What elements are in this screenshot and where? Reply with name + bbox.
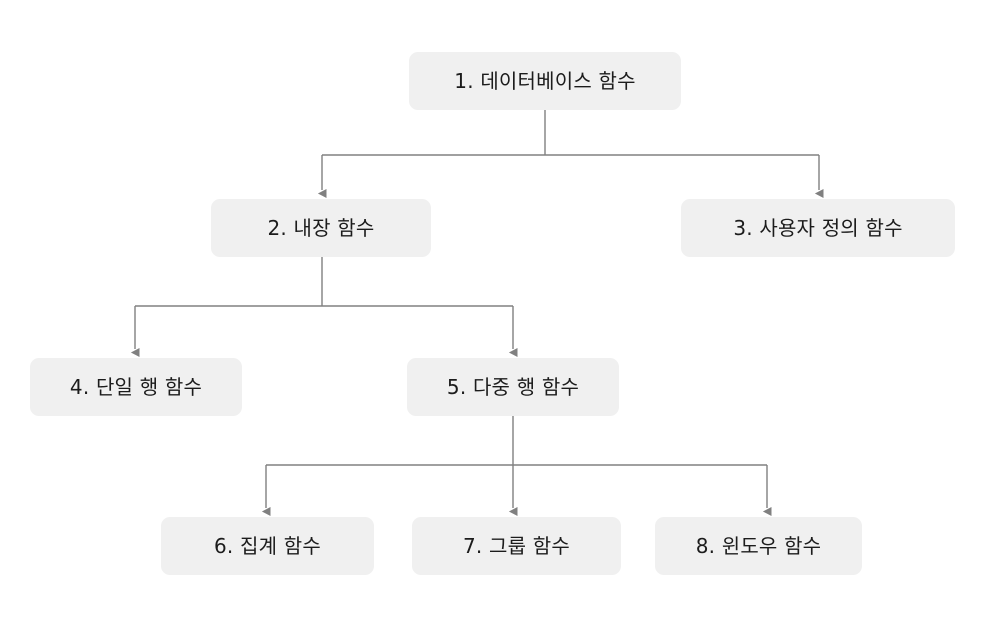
node-single-row-function[interactable]: 4. 단일 행 함수 xyxy=(30,358,242,416)
node-label: 8. 윈도우 함수 xyxy=(695,534,822,558)
node-user-defined-function[interactable]: 3. 사용자 정의 함수 xyxy=(681,199,955,257)
node-label: 1. 데이터베이스 함수 xyxy=(454,69,636,93)
node-aggregate-function[interactable]: 6. 집계 함수 xyxy=(161,517,374,575)
node-group-function[interactable]: 7. 그룹 함수 xyxy=(412,517,621,575)
node-builtin-function[interactable]: 2. 내장 함수 xyxy=(211,199,431,257)
node-label: 6. 집계 함수 xyxy=(214,534,321,558)
node-window-function[interactable]: 8. 윈도우 함수 xyxy=(655,517,862,575)
node-multi-row-function[interactable]: 5. 다중 행 함수 xyxy=(407,358,619,416)
node-label: 2. 내장 함수 xyxy=(267,216,375,240)
node-label: 3. 사용자 정의 함수 xyxy=(733,216,903,240)
node-label: 4. 단일 행 함수 xyxy=(69,375,203,399)
node-database-function[interactable]: 1. 데이터베이스 함수 xyxy=(409,52,681,110)
node-label: 7. 그룹 함수 xyxy=(463,534,570,558)
node-label: 5. 다중 행 함수 xyxy=(446,375,580,399)
